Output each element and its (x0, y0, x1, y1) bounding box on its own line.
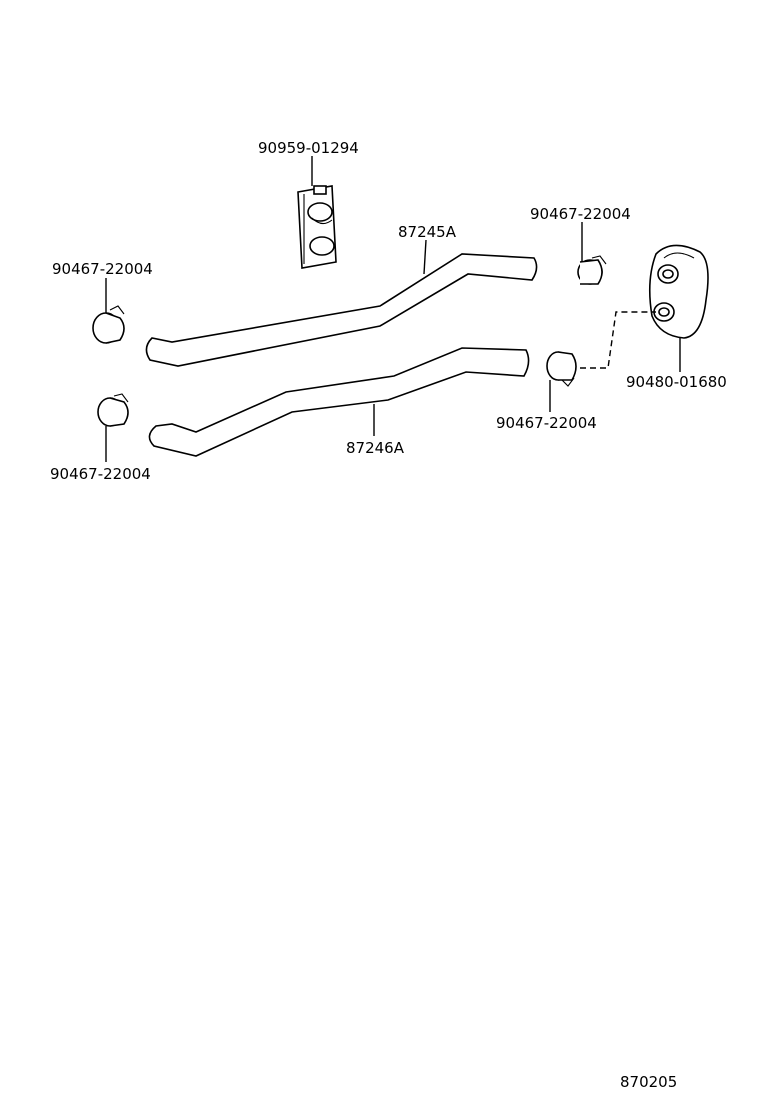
grommet-90480 (648, 244, 709, 339)
clamp-holder-90959 (297, 185, 337, 269)
hose-clip-lower-right (546, 351, 577, 387)
label-clip-upper-left: 90467-22004 (52, 260, 153, 278)
label-hose-upper: 87245A (398, 223, 457, 241)
hose-87246a (148, 347, 530, 457)
diagram-code: 870205 (620, 1073, 677, 1091)
leader-lines (105, 156, 681, 462)
label-clip-lower-left: 90467-22004 (50, 465, 151, 483)
hose-clip-lower-left (97, 393, 129, 427)
hose-87245a (145, 253, 538, 367)
hose-clip-upper-right (577, 255, 607, 285)
label-hose-lower: 87246A (346, 439, 405, 457)
label-clip-upper-right: 90467-22004 (530, 205, 631, 223)
hose-clip-upper-left (92, 305, 125, 344)
label-clamp-holder: 90959-01294 (258, 139, 359, 157)
label-clip-lower-right: 90467-22004 (496, 414, 597, 432)
label-grommet: 90480-01680 (626, 373, 727, 391)
